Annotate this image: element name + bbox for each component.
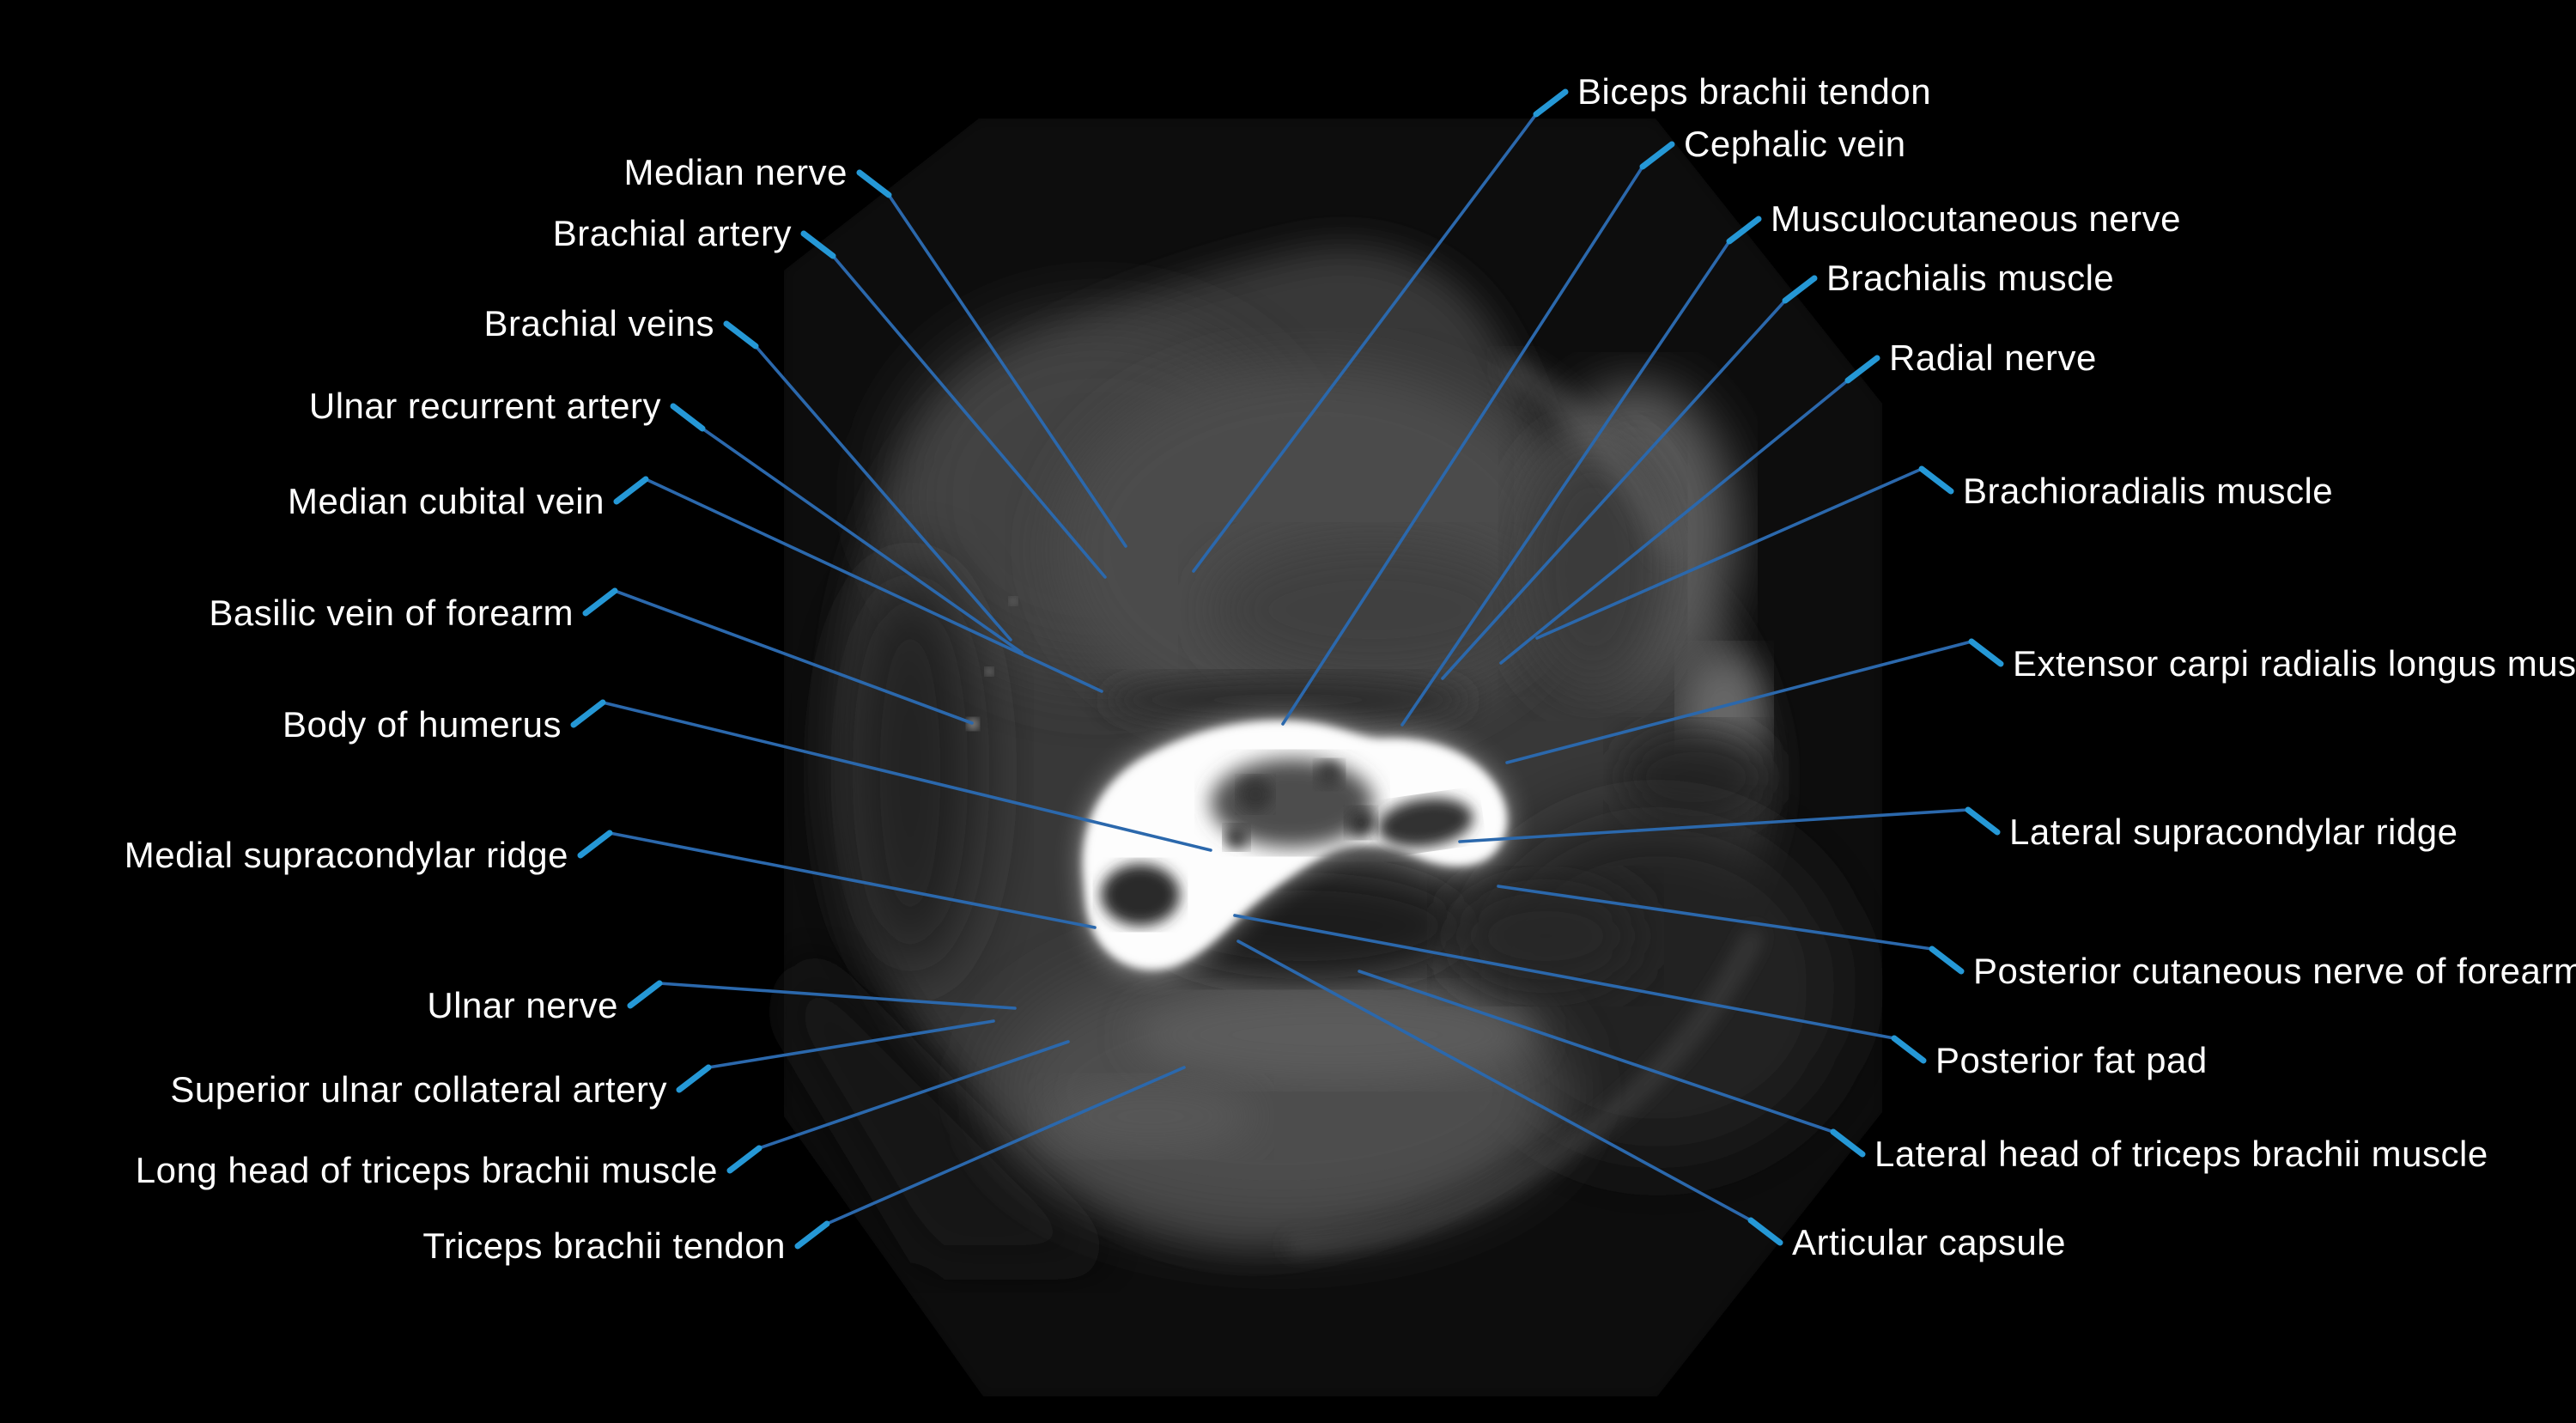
- leader-tick: [676, 1064, 712, 1093]
- leader-line: [1236, 940, 1753, 1222]
- leader-line: [1281, 165, 1644, 726]
- leader-tick: [670, 403, 706, 432]
- vessel-dot: [985, 667, 993, 676]
- leader-tick: [1918, 465, 1954, 495]
- leader-tick: [1533, 88, 1569, 118]
- leader-line: [1358, 970, 1835, 1134]
- leader-tick: [1968, 638, 2004, 667]
- humerus-bone: [1083, 721, 1507, 970]
- leader-tick: [582, 587, 618, 617]
- leader-line: [1535, 467, 1923, 640]
- vessel-dot: [1009, 597, 1018, 605]
- leader-tick: [1639, 141, 1675, 170]
- leader-line: [1458, 808, 1970, 843]
- leader-line: [707, 1019, 995, 1069]
- leader-tick: [1782, 275, 1818, 304]
- leader-line: [601, 701, 1212, 852]
- leader-tick: [723, 320, 759, 350]
- leader-line: [1497, 885, 1934, 951]
- leader-line: [701, 427, 1024, 654]
- leader-tick: [1929, 946, 1965, 975]
- leader-line: [754, 344, 1012, 642]
- leader-tick: [1747, 1217, 1783, 1246]
- leader-line: [757, 1040, 1070, 1150]
- leader-tick: [726, 1145, 762, 1174]
- leader-tick: [570, 699, 606, 728]
- leader-tick: [1830, 1128, 1866, 1158]
- leader-line: [831, 254, 1107, 579]
- leader-line: [658, 982, 1017, 1010]
- leader-line: [608, 831, 1097, 929]
- leader-tick: [627, 980, 663, 1009]
- leader-tick: [1965, 806, 2001, 836]
- leader-tick: [794, 1220, 830, 1250]
- leader-line: [1233, 914, 1896, 1040]
- leader-line: [644, 477, 1103, 693]
- leader-line: [613, 589, 974, 725]
- leader-line: [1400, 240, 1731, 727]
- leader-line: [1441, 299, 1787, 680]
- leader-tick: [856, 169, 892, 198]
- leader-line: [1192, 113, 1538, 573]
- leader-tick: [1844, 355, 1880, 384]
- leader-tick: [1726, 216, 1762, 245]
- leader-line: [1505, 640, 1973, 764]
- leader-tick: [800, 230, 836, 259]
- leader-tick: [577, 830, 613, 859]
- leader-line: [1499, 379, 1850, 665]
- leader-line: [825, 1066, 1186, 1225]
- leader-line: [887, 193, 1127, 548]
- bone-marrow: [1101, 758, 1473, 926]
- leader-tick: [1891, 1035, 1927, 1064]
- leader-tick: [613, 476, 649, 505]
